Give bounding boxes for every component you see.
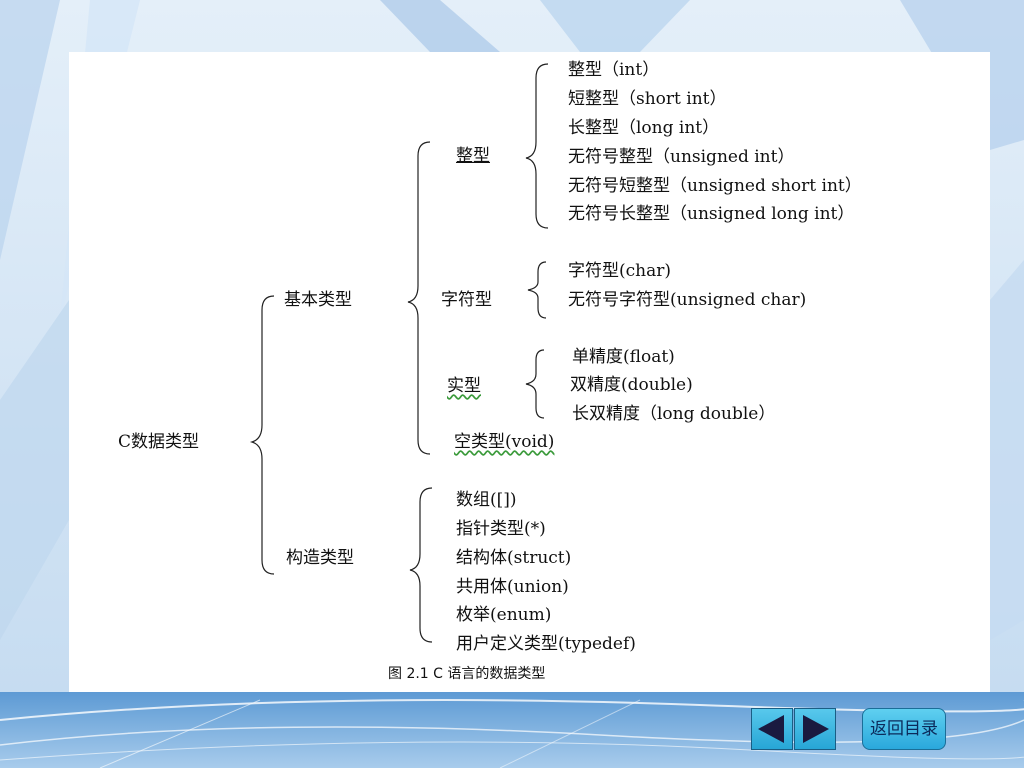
triangle-left-icon [758,715,784,743]
integer-type-item: 长整型（long int） [568,118,720,138]
next-slide-button[interactable] [794,708,836,750]
constructed-type-item: 枚举(enum) [456,605,552,625]
brace-basic [407,141,431,455]
char-group-label: 字符型 [441,290,492,310]
brace-constructed [409,487,433,643]
real-type-item: 双精度(double) [570,375,693,395]
constructed-type-item: 共用体(union) [456,577,569,597]
brace-integer [525,63,549,229]
real-type-item: 长双精度（long double） [572,404,776,424]
constructed-type-item: 指针类型(*) [456,519,546,539]
root-label: C数据类型 [118,432,200,452]
figure-caption: 图 2.1 C 语言的数据类型 [388,666,546,682]
integer-group-label: 整型 [456,146,490,166]
char-type-item: 无符号字符型(unsigned char) [568,290,807,310]
brace-real [525,349,545,419]
constructed-type-item: 结构体(struct) [456,548,572,568]
brace-root [249,295,275,575]
integer-type-item: 无符号短整型（unsigned short int） [568,176,862,196]
triangle-right-icon [803,715,829,743]
brace-char [527,261,547,319]
constructed-type-label: 构造类型 [286,548,354,568]
back-to-contents-button[interactable]: 返回目录 [862,708,946,750]
basic-type-label: 基本类型 [284,290,352,310]
real-group-label: 实型 [447,376,481,396]
real-type-item: 单精度(float) [572,347,675,367]
constructed-type-item: 数组([]) [456,490,517,510]
integer-type-item: 短整型（short int） [568,89,727,109]
integer-type-item: 无符号长整型（unsigned long int） [568,204,855,224]
prev-slide-button[interactable] [751,708,793,750]
constructed-type-item: 用户定义类型(typedef) [456,634,636,654]
integer-type-item: 整型（int） [568,60,660,80]
integer-type-item: 无符号整型（unsigned int） [568,147,795,167]
char-type-item: 字符型(char) [568,261,671,281]
void-type-label: 空类型(void) [454,432,555,452]
